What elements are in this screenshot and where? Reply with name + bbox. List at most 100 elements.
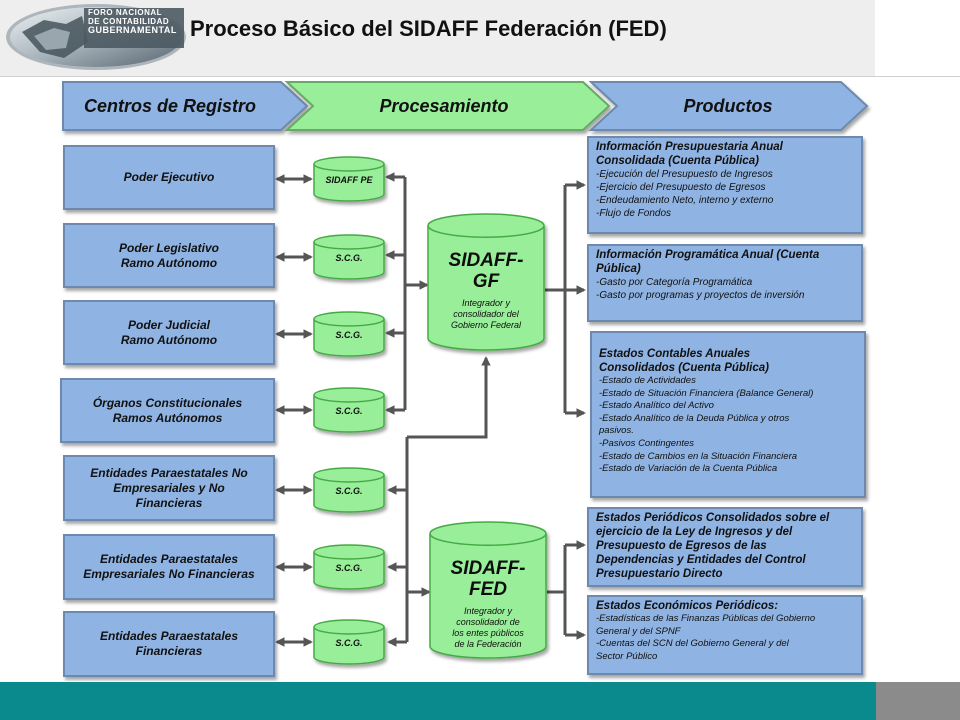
product-heading: Dependencias y Entidades del Control [596, 554, 806, 566]
product-item: Sector Público [596, 650, 658, 662]
product-item: General y del SPNF [596, 625, 681, 637]
cylinder-body [427, 225, 545, 351]
source-label: Poder Legislativo [118, 240, 220, 255]
product-item: -Estado de Actividades [599, 375, 696, 386]
header-divider [0, 76, 960, 77]
product-heading: Presupuestario Directo [596, 568, 723, 580]
database-cylinder-icon: SIDAFF PE [313, 156, 385, 202]
processor-description: consolidador de [456, 617, 520, 627]
database-label: S.C.G. [335, 330, 362, 340]
source-label: Órganos Constitucionales [92, 395, 243, 410]
database-cylinder-icon: S.C.G. [313, 234, 385, 280]
cylinder-top [313, 387, 385, 403]
product-item: -Estado Analítico del Activo [599, 400, 714, 412]
product-box-economicos: Estados Económicos Periódicos: -Estadíst… [587, 595, 863, 675]
processor-title: SIDAFF- [449, 250, 524, 271]
product-box-presupuestaria: Información Presupuestaria Anual Consoli… [587, 136, 863, 234]
cylinder-body [313, 627, 385, 665]
processor-title: GF [473, 271, 501, 292]
connector-fed-to-gf [407, 356, 491, 439]
logo-text: FORO NACIONAL DE CONTABILIDAD GUBERNAMEN… [88, 8, 198, 35]
processor-description: Integrador y [462, 298, 511, 308]
database-cylinder-icon: S.C.G. [313, 387, 385, 433]
processor-description: Gobierno Federal [451, 320, 522, 330]
source-label: Financieras [135, 644, 203, 658]
source-label: Poder Judicial [127, 317, 211, 332]
cylinder-top [313, 311, 385, 327]
processor-description: de la Federación [454, 639, 521, 649]
product-item: -Estado de Cambios en la Situación Finan… [599, 450, 798, 462]
product-item: pasivos. [599, 425, 634, 437]
footer-bar [0, 682, 876, 720]
source-label: Entidades Paraestatales [99, 552, 239, 566]
column-header-procesamiento [284, 81, 611, 131]
cylinder-body [313, 475, 385, 513]
processor-description: Integrador y [464, 606, 513, 616]
logo-line: FORO NACIONAL [88, 8, 163, 17]
column-label-registro: Centros de Registro [84, 96, 256, 116]
logo-line: GUBERNAMENTAL [88, 25, 177, 35]
cylinder-top [313, 467, 385, 483]
database-cylinder-icon: S.C.G. [313, 544, 385, 590]
column-header-registro [62, 81, 309, 131]
processor-description: consolidador del [453, 309, 520, 319]
database-layer: SIDAFF PE S.C.G. S.C.G. S.C.G. S.C.G. S.C.G. S… [313, 156, 385, 665]
cylinder-body [313, 395, 385, 433]
source-box-poder-judicial: Poder Judicial Ramo Autónomo [63, 300, 275, 365]
database-label: S.C.G. [335, 638, 362, 648]
product-item: -Pasivos Contingentes [599, 437, 695, 449]
cylinder-body [313, 164, 385, 202]
product-item: -Ejercicio del Presupuesto de Egresos [596, 182, 766, 193]
database-label: S.C.G. [335, 406, 362, 416]
source-label: Financieras [135, 495, 203, 510]
product-item: -Gasto por programas y proyectos de inve… [596, 290, 805, 301]
cylinder-body [313, 242, 385, 280]
cylinder-top [313, 544, 385, 560]
source-label: Ramo Autónomo [120, 332, 218, 347]
source-box-paraestatales-no-empresariales: Entidades Paraestatales No Empresariales… [63, 455, 275, 521]
cylinder-body [313, 319, 385, 357]
source-label: Poder Ejecutivo [123, 170, 215, 184]
source-label: Entidades Paraestatales [99, 629, 239, 643]
logo-shape-icon [6, 4, 186, 70]
column-header-productos [588, 81, 869, 131]
cylinder-body [313, 552, 385, 590]
product-item: -Estado Analítico de la Deuda Pública y … [599, 412, 790, 424]
source-label: Ramo Autónomo [120, 255, 218, 270]
processor-title: FED [469, 579, 507, 600]
product-item: -Estado de Situación Financiera (Balance… [599, 387, 814, 399]
database-cylinder-icon: S.C.G. [313, 311, 385, 357]
source-label: Entidades Paraestatales No [90, 465, 248, 480]
product-heading: Estados Contables Anuales [599, 348, 751, 360]
source-label: Ramos Autónomos [112, 410, 223, 425]
database-cylinder-icon: S.C.G. [313, 467, 385, 513]
logo-line: DE CONTABILIDAD [88, 17, 170, 26]
product-heading: Presupuesto de Egresos de las [596, 540, 767, 552]
source-box-paraestatales-financieras: Entidades Paraestatales Financieras [63, 611, 275, 677]
database-label: S.C.G. [335, 253, 362, 263]
source-box-paraestatales-empresariales: Entidades Paraestatales Empresariales No… [63, 534, 275, 600]
product-heading: ejercicio de la Ley de Ingresos y del [596, 526, 793, 538]
product-item: -Ejecución del Presupuesto de Ingresos [596, 169, 773, 180]
product-heading: Estados Periódicos Consolidados sobre el [596, 512, 830, 524]
source-label: Empresariales No Financieras [83, 567, 255, 581]
database-cylinder-icon: S.C.G. [313, 619, 385, 665]
cylinder-top [313, 234, 385, 250]
page-title: Proceso Básico del SIDAFF Federación (FE… [190, 16, 667, 41]
source-label: Empresariales y No [113, 480, 225, 495]
cylinder-top [429, 521, 547, 546]
product-box-periodicos: Estados Periódicos Consolidados sobre el… [587, 507, 863, 587]
processor-description: los entes públicos [452, 628, 524, 638]
cylinder-top [313, 156, 385, 172]
source-box-poder-ejecutivo: Poder Ejecutivo [63, 145, 275, 210]
product-item: -Gasto por Categoría Programática [596, 277, 753, 288]
source-box-poder-legislativo: Poder Legislativo Ramo Autónomo [63, 223, 275, 288]
connectors [275, 172, 586, 647]
product-box-programatica: Información Programática Anual (Cuenta P… [587, 244, 863, 322]
footer-corner [876, 682, 960, 720]
column-label-productos: Productos [683, 96, 772, 116]
